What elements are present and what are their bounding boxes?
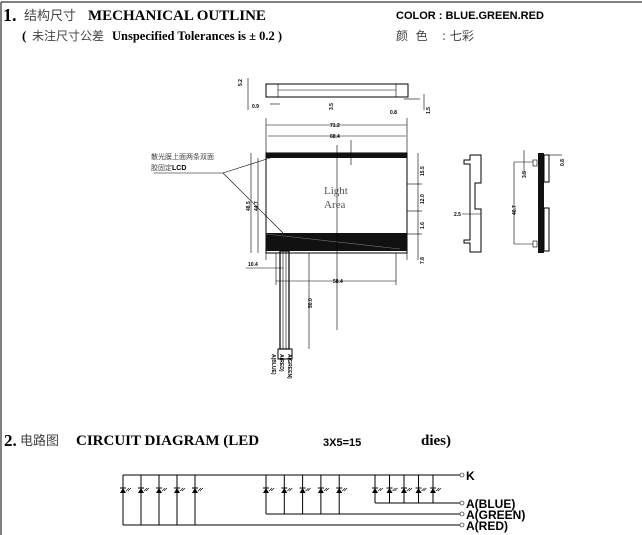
led-diode-green (336, 475, 348, 514)
dim-top-height: 5.2 (238, 79, 244, 86)
dim-side-top: 3.5 (522, 171, 528, 178)
led-diode-blue (386, 475, 398, 503)
pin-label-3: A(GREEN) (286, 354, 292, 379)
led-diode-green (299, 475, 311, 514)
led-diode-green (317, 475, 330, 514)
terminal-green-label: A(GREEN) (466, 508, 525, 522)
dim-top-left: 0.9 (252, 104, 259, 110)
led-diode-blue (372, 475, 384, 503)
tolerance-cn: 未注尺寸公差 (32, 28, 104, 43)
dim-left-1: 48.5 (246, 201, 252, 211)
terminal-k-label: K (466, 469, 475, 483)
led-diode-red (174, 475, 186, 525)
dim-right-1: 15.5 (420, 166, 426, 176)
terminal-green (459, 511, 465, 517)
front-view: 71.2 68.4 Light Area 48.5 44.7 15.5 12.0… (151, 118, 426, 379)
dim-cable-length: 50.0 (308, 298, 314, 308)
terminal-blue (459, 500, 465, 506)
section2-title-en: CIRCUIT DIAGRAM (LED (76, 433, 259, 449)
led-diode-blue (401, 475, 413, 503)
led-diode-green (281, 475, 293, 514)
terminal-k (459, 472, 465, 478)
dim-right-4: 7.8 (420, 257, 426, 264)
led-diode-green (263, 475, 275, 514)
dim-left-2: 44.7 (254, 201, 260, 211)
section1-title-en: MECHANICAL OUTLINE (88, 8, 266, 24)
color-cn-label: 颜 色 (396, 28, 428, 43)
terminal-blue-label: A(BLUE) (466, 497, 515, 511)
section1-number: 1. (3, 5, 17, 25)
led-diode-red (156, 475, 168, 525)
terminal-red-label: A(RED) (466, 519, 508, 533)
dim-pin-offset: 10.4 (248, 262, 258, 268)
light-area-line2: Area (324, 199, 345, 211)
led-diode-red (138, 475, 150, 525)
section2-number: 2. (4, 431, 17, 450)
dim-bottom-width: 58.4 (333, 279, 343, 285)
led-diode-blue (430, 475, 442, 503)
side-view-right: 40.7 3.5 0.8 (512, 150, 566, 253)
tolerance-open: ( (22, 28, 26, 43)
dim-top-fold: 1.5 (426, 107, 432, 114)
note-line2: 胶固定 (151, 163, 172, 172)
dim-side-thickness: 2.5 (454, 212, 461, 218)
color-label: COLOR : BLUE.GREEN.RED (396, 10, 544, 22)
note-lcd: LCD (172, 165, 186, 172)
top-view: 0.9 0.8 5.2 3.5 1.5 (238, 78, 432, 116)
side-view-left: 2.5 (454, 154, 482, 253)
terminal-red (459, 522, 465, 528)
dim-top-mid: 3.5 (329, 103, 335, 110)
note-line1: 散光膜上面两条双面 (151, 152, 214, 161)
light-area-line1: Light (324, 185, 348, 197)
circuit-diagram: K A(BLUE) A(GREEN) A(RED) (120, 469, 525, 533)
led-diode-red (192, 475, 204, 525)
color-cn-value: : 七彩 (442, 29, 474, 43)
dim-overall-width: 71.2 (330, 123, 340, 129)
led-diode-red (120, 475, 132, 525)
section2-title-cn: 电路图 (20, 433, 59, 449)
section2-suffix: dies) (421, 433, 451, 449)
dim-side-gap: 0.8 (560, 159, 566, 166)
section1-title-cn: 结构尺寸 (24, 9, 76, 24)
dim-right-2: 12.0 (420, 194, 426, 204)
dim-side-height: 40.7 (512, 205, 518, 215)
pin-label-1: A(BLUE) (270, 354, 276, 375)
dim-right-3: 1.6 (420, 222, 426, 229)
led-diode-blue (415, 475, 427, 503)
pin-label-2: A(RED) (278, 354, 284, 372)
dim-top-right: 0.8 (390, 110, 397, 116)
dim-inner-width: 68.4 (330, 134, 340, 140)
tolerance-en: Unspecified Tolerances is ± 0.2 ) (112, 29, 282, 43)
section2-count: 3X5=15 (323, 437, 361, 449)
